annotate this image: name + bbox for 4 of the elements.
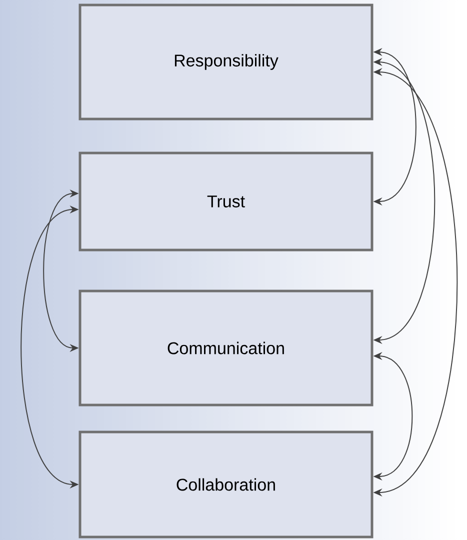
text-box: Communication: [78, 290, 374, 406]
text-box: Collaboration: [78, 430, 374, 538]
text-box: Trust: [78, 152, 374, 252]
text-box: Responsibility: [78, 4, 374, 120]
